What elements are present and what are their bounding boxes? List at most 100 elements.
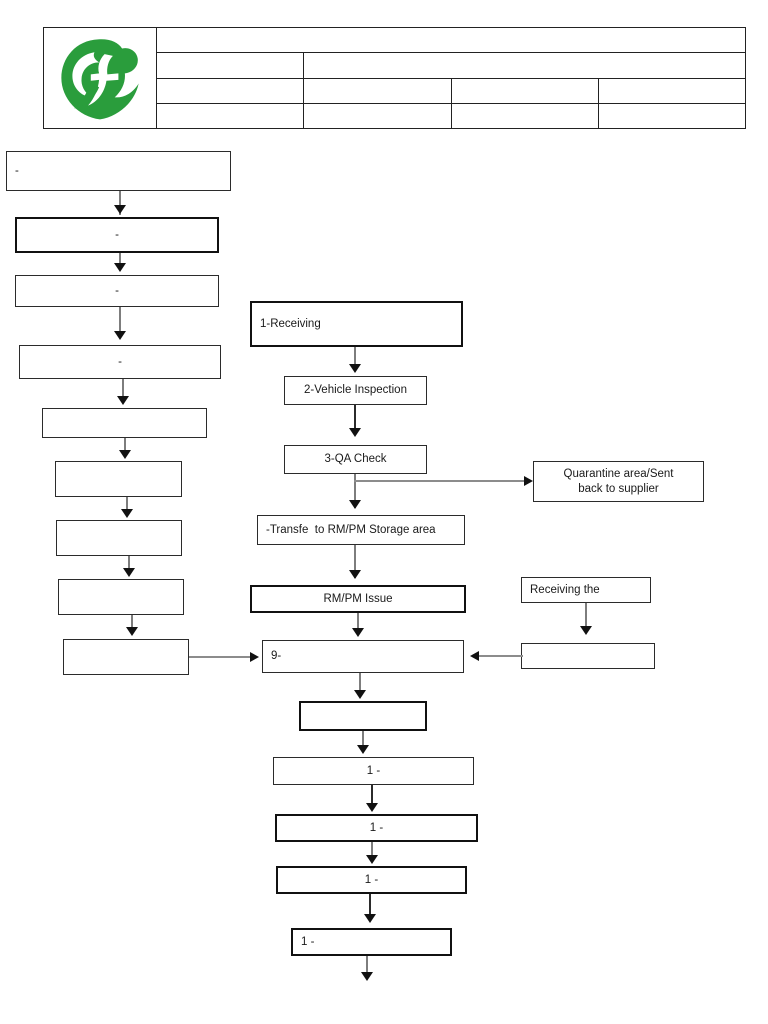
header-cell-r3c2[interactable]	[303, 77, 452, 104]
header-cell-r4c4[interactable]	[597, 102, 747, 130]
flow-node-left-3-label: -	[115, 284, 119, 297]
connector-left-1-2	[119, 191, 121, 215]
connector-r2-r3	[585, 603, 587, 633]
connector-left-3-4	[119, 307, 121, 337]
flow-node-center-11-label: 1 -	[301, 935, 315, 948]
header-cell-r1c1[interactable]	[156, 26, 746, 54]
arrowhead-r3-to-center6	[470, 651, 479, 661]
connector-r3-to-center6	[479, 655, 523, 657]
flow-node-left-1[interactable]: -	[6, 151, 231, 191]
connector-c6-c7	[359, 673, 361, 695]
connector-qa-to-quarantine	[354, 480, 527, 482]
header-cell-r4c2[interactable]	[303, 102, 452, 130]
arrowhead-c6-c7	[354, 690, 366, 699]
document-header-table	[43, 26, 747, 130]
connector-c1-c2	[354, 347, 356, 369]
arrowhead-left-1-2	[114, 205, 126, 214]
connector-left-4-5	[122, 379, 124, 401]
arrowhead-c8-c9	[366, 803, 378, 812]
header-cell-r2c1[interactable]	[155, 52, 305, 79]
arrowhead-left-5-6	[119, 450, 131, 459]
flow-node-rmpm-issue-label: RM/PM Issue	[323, 592, 393, 605]
flow-node-left-5[interactable]	[42, 408, 207, 438]
arrowhead-left-8-9	[126, 627, 138, 636]
flow-node-left-2-label: -	[115, 228, 119, 241]
flow-node-center-11[interactable]: 1 -	[291, 928, 452, 956]
flow-node-center-7[interactable]	[299, 701, 427, 731]
arrowhead-c10-c11	[364, 914, 376, 923]
flow-node-receiving-label: 1-Receiving	[260, 317, 321, 330]
header-cell-r3c3[interactable]	[450, 77, 599, 104]
connector-left-6-7	[126, 497, 128, 513]
connector-c9-c10	[371, 842, 373, 859]
flow-node-left-8[interactable]	[58, 579, 184, 615]
connector-c5-c6	[357, 613, 359, 633]
arrowhead-left-6-7	[121, 509, 133, 518]
flow-node-left-2[interactable]: -	[15, 217, 219, 253]
arrowhead-qa-to-quarantine	[524, 476, 533, 486]
flow-node-vehicle-inspection[interactable]: 2-Vehicle Inspection	[284, 376, 427, 405]
flow-node-rmpm-issue[interactable]: RM/PM Issue	[250, 585, 466, 613]
connector-left-7-8	[128, 556, 130, 572]
flow-node-quarantine[interactable]: Quarantine area/Sent back to supplier	[533, 461, 704, 502]
header-table-row	[44, 77, 747, 104]
arrowhead-left-4-5	[117, 396, 129, 405]
flow-node-transfer-storage[interactable]: -Transfe to RM/PM Storage area	[257, 515, 465, 545]
flow-node-center-8-label: 1 -	[366, 764, 381, 777]
flow-node-center-8[interactable]: 1 -	[273, 757, 474, 785]
flow-node-center-9-label: 1 -	[369, 821, 384, 834]
flow-node-left-9[interactable]	[63, 639, 189, 675]
arrowhead-left-2-3	[114, 263, 126, 272]
flow-node-center-10[interactable]: 1 -	[276, 866, 467, 894]
flow-node-transfer-storage-label: -Transfe to RM/PM Storage area	[266, 523, 436, 536]
company-leaf-f-logo-icon	[54, 32, 146, 124]
connector-c3-c4	[354, 474, 356, 508]
connector-left-5-6	[124, 438, 126, 454]
header-table-row	[44, 102, 747, 130]
flow-node-step-9-label: 9-	[271, 650, 282, 663]
header-cell-r3c4[interactable]	[597, 77, 747, 104]
header-cell-r4c3[interactable]	[450, 102, 599, 130]
flow-node-right-3[interactable]	[521, 643, 655, 669]
connector-c10-c11	[369, 894, 371, 918]
connector-c8-c9	[371, 785, 373, 807]
arrowhead-c2-c3	[349, 428, 361, 437]
flow-node-left-7[interactable]	[56, 520, 182, 556]
flow-node-quarantine-label: Quarantine area/Sent back to supplier	[563, 468, 674, 495]
flow-node-center-9[interactable]: 1 -	[275, 814, 478, 842]
connector-left9-to-center6	[189, 656, 251, 658]
flow-node-left-4[interactable]: -	[19, 345, 221, 379]
arrowhead-c5-c6	[352, 628, 364, 637]
arrowhead-r2-r3	[580, 626, 592, 635]
arrowhead-left-7-8	[123, 568, 135, 577]
header-cell-r4c1[interactable]	[155, 102, 305, 130]
flow-node-qa-check[interactable]: 3-QA Check	[284, 445, 427, 474]
flow-node-receiving[interactable]: 1-Receiving	[250, 301, 463, 347]
connector-c7-c8	[362, 731, 364, 750]
arrowhead-c3-c4	[349, 500, 361, 509]
flow-node-vehicle-inspection-label: 2-Vehicle Inspection	[304, 384, 407, 397]
arrowhead-c9-c10	[366, 855, 378, 864]
company-logo-cell	[43, 27, 157, 129]
flow-node-receiving-the[interactable]: Receiving the	[521, 577, 651, 603]
header-table-row	[43, 26, 746, 129]
flow-node-qa-check-label: 3-QA Check	[324, 453, 387, 466]
connector-left-8-9	[131, 615, 133, 631]
connector-c2-c3	[354, 405, 356, 433]
connector-left-2-3	[119, 253, 121, 270]
connector-c4-c5	[354, 545, 356, 578]
connector-c11-end	[366, 956, 368, 976]
flow-node-center-10-label: 1 -	[364, 873, 379, 886]
arrowhead-c1-c2	[349, 364, 361, 373]
flow-node-left-1-label: -	[15, 164, 19, 177]
flow-node-left-3[interactable]: -	[15, 275, 219, 307]
arrowhead-c4-c5	[349, 570, 361, 579]
arrowhead-left-3-4	[114, 331, 126, 340]
header-cell-r2c2[interactable]	[303, 52, 746, 79]
flow-node-step-9[interactable]: 9-	[262, 640, 464, 673]
arrowhead-c11-end	[361, 972, 373, 981]
flow-node-left-6[interactable]	[55, 461, 182, 497]
header-cell-r3c1[interactable]	[155, 77, 305, 104]
flow-node-receiving-the-label: Receiving the	[530, 583, 600, 596]
